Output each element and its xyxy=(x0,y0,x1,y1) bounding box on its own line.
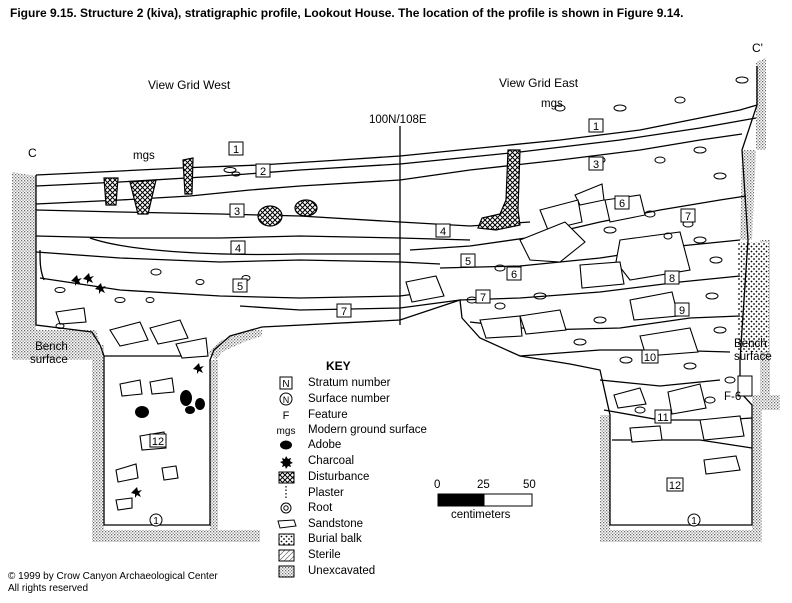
small-rocks xyxy=(54,76,749,414)
stratum-10-east: 10 xyxy=(644,352,656,364)
grid-point-label: 100N/108E xyxy=(369,114,427,126)
surface-markers: 1 1 xyxy=(149,513,701,527)
view-grid-east-label: View Grid East xyxy=(499,76,579,90)
stratum-6-east-lower: 6 xyxy=(511,269,517,281)
feature-f6-box xyxy=(737,375,753,397)
scale-bar xyxy=(437,493,533,507)
view-grid-west-label: View Grid West xyxy=(148,78,231,92)
feature-f6-label: F-6 xyxy=(724,391,742,403)
profile-outline xyxy=(35,66,758,526)
stratum-11-east: 11 xyxy=(657,412,668,424)
copyright-line-1: © 1999 by Crow Canyon Archaeological Cen… xyxy=(8,571,218,582)
scale-tick-0: 0 xyxy=(434,479,441,491)
stratum-3-east: 3 xyxy=(593,159,599,171)
disturbance-features xyxy=(103,149,521,231)
mgs-label-east: mgs xyxy=(541,98,563,110)
bench-surface-label-east: Bench surface xyxy=(734,338,772,363)
charcoal-marks xyxy=(71,273,205,498)
figure-title: Figure 9.15. Structure 2 (kiva), stratig… xyxy=(10,6,684,20)
surface-1-east: 1 xyxy=(691,516,697,527)
stratum-7-west: 7 xyxy=(341,306,347,318)
svg-text:N: N xyxy=(282,379,289,390)
stratum-9-east: 9 xyxy=(679,305,685,317)
key-symbols: N N F mgs xyxy=(277,376,297,578)
stratum-4-west: 4 xyxy=(235,243,241,255)
stratum-1-east: 1 xyxy=(593,121,599,133)
scale-tick-25: 25 xyxy=(477,479,490,491)
key-feature: Feature xyxy=(308,409,348,421)
copyright-notice: © 1999 by Crow Canyon Archaeological Cen… xyxy=(8,571,218,595)
unexcavated-zones xyxy=(12,58,780,542)
stratum-5-west: 5 xyxy=(237,281,243,293)
key-sandstone: Sandstone xyxy=(308,518,363,530)
key-burial-balk: Burial balk xyxy=(308,533,362,545)
scale-tick-50: 50 xyxy=(523,479,536,491)
stratum-12-west: 12 xyxy=(152,436,164,448)
key-root: Root xyxy=(308,502,333,514)
key-modern-ground-surface: Modern ground surface xyxy=(308,424,427,436)
key-surface-number: Surface number xyxy=(308,393,390,405)
key-adobe: Adobe xyxy=(308,439,342,451)
stratum-7-east-upper: 7 xyxy=(685,211,691,223)
svg-text:F: F xyxy=(283,410,290,422)
surface-1-west: 1 xyxy=(153,516,159,527)
key-unexcavated: Unexcavated xyxy=(308,565,376,577)
stratum-7-east-lower: 7 xyxy=(480,292,486,304)
profile-end-c: C xyxy=(28,146,37,160)
stratum-boxes: 1 2 3 4 5 7 12 1 3 4 5 6 6 7 xyxy=(149,118,696,492)
stratum-5-east: 5 xyxy=(465,256,471,268)
svg-text:N: N xyxy=(283,395,290,405)
key-heading: KEY xyxy=(326,359,351,373)
burial-balk xyxy=(738,242,768,352)
stratum-2-west: 2 xyxy=(260,166,266,178)
key-plaster: Plaster xyxy=(308,487,344,499)
key-stratum-number: Stratum number xyxy=(308,377,391,389)
stratum-12-east: 12 xyxy=(669,480,681,492)
stratum-8-east: 8 xyxy=(669,273,675,285)
copyright-line-2: All rights reserved xyxy=(8,583,89,594)
profile-end-c-prime: C' xyxy=(752,41,763,55)
scale-unit: centimeters xyxy=(451,509,511,521)
key-sterile: Sterile xyxy=(308,549,341,561)
bench-surface-label-west: Bench surface xyxy=(30,341,68,366)
stratum-4-east: 4 xyxy=(440,226,446,238)
key-disturbance: Disturbance xyxy=(308,471,370,483)
mgs-label-west: mgs xyxy=(133,150,155,162)
stratum-6-east-upper: 6 xyxy=(619,198,625,210)
stratum-1-west: 1 xyxy=(233,144,239,156)
svg-text:mgs: mgs xyxy=(277,426,296,437)
key-charcoal: Charcoal xyxy=(308,455,355,467)
stratum-3-west: 3 xyxy=(234,206,240,218)
